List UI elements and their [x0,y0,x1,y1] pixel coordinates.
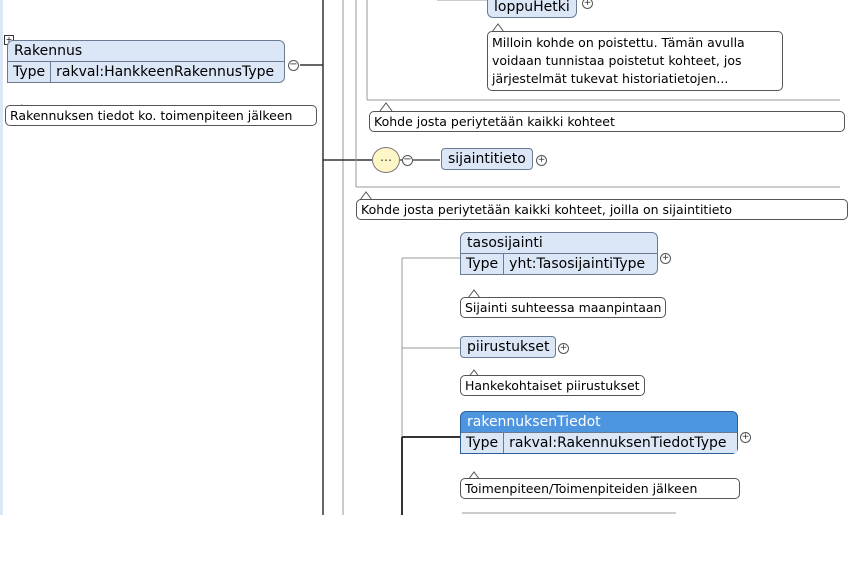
schema-diagram-canvas: loppuHetki + Milloin kohde on poistettu.… [0,0,848,515]
left-panel [0,0,3,515]
sequence-compositor-icon[interactable]: ⋯ [372,147,400,173]
documentation-note-loppuHetki: Milloin kohde on poistettu. Tämän avulla… [487,31,783,91]
element-name: rakennuksenTiedot [467,414,601,430]
element-piirustukset[interactable]: piirustukset [460,336,557,358]
element-name: Rakennus [14,43,83,59]
type-value: yht:TasosijaintiType [509,256,646,272]
element-name: tasosijainti [467,235,543,251]
documentation-note-inherited: Kohde josta periytetään kaikki kohteet [369,111,845,132]
element-sijaintitieto[interactable]: sijaintitieto [441,148,533,170]
expand-icon[interactable]: + [558,343,569,354]
element-name: loppuHetki [494,0,570,15]
collapse-icon[interactable]: − [402,154,413,166]
type-row: Type yht:TasosijaintiType [461,253,657,274]
type-row: Type rakval:RakennuksenTiedotType [461,432,737,453]
expand-icon[interactable]: + [740,432,751,443]
type-value: rakval:RakennuksenTiedotType [509,435,727,451]
documentation-note-rakennuksenTiedot: Toimenpiteen/Toimenpiteiden jälkeen [460,478,740,499]
expand-icon[interactable]: + [536,155,547,166]
documentation-note-tasosijainti: Sijainti suhteessa maanpintaan [460,297,667,318]
documentation-note-sijaintitieto: Kohde josta periytetään kaikki kohteet, … [356,199,848,220]
expand-icon[interactable]: + [582,0,593,9]
documentation-note-piirustukset: Hankekohtaiset piirustukset [460,375,645,396]
documentation-note-Rakennus: Rakennuksen tiedot ko. toimenpiteen jälk… [5,105,317,126]
collapse-icon[interactable]: − [288,59,299,71]
type-label: Type [461,433,505,453]
type-label: Type [8,62,52,82]
type-label: Type [461,254,505,274]
element-name: sijaintitieto [448,151,526,167]
element-rakennuksenTiedot[interactable]: rakennuksenTiedot Type rakval:Rakennukse… [460,411,738,454]
expand-icon[interactable]: + [660,253,671,264]
element-loppuHetki[interactable]: loppuHetki [487,0,577,18]
type-value: rakval:HankkeenRakennusType [56,64,275,80]
element-name: piirustukset [467,339,550,355]
element-Rakennus[interactable]: Rakennus Type rakval:HankkeenRakennusTyp… [7,40,285,83]
type-row: Type rakval:HankkeenRakennusType [8,61,284,82]
element-tasosijainti[interactable]: tasosijainti Type yht:TasosijaintiType [460,232,658,275]
